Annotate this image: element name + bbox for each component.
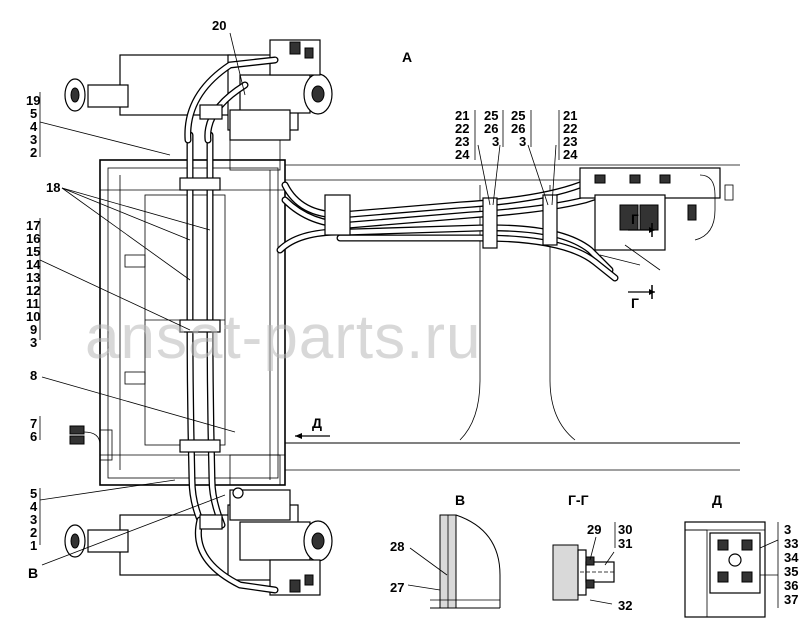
callout-1: 1: [30, 538, 37, 553]
callout-21-b: 21: [563, 108, 577, 123]
callout-16: 16: [26, 231, 40, 246]
callout-numbers: 20 19 5 4 3 2 18 17 16 15 14 13 12 11 10…: [26, 18, 799, 613]
callout-10: 10: [26, 309, 40, 324]
valve-block: [579, 167, 734, 271]
callout-12: 12: [26, 283, 40, 298]
callout-18: 18: [46, 180, 60, 195]
callout-11: 11: [26, 296, 40, 311]
view-labels: А В Д Г Г В Г-Г Д: [28, 49, 722, 581]
callout-22-b: 22: [563, 121, 577, 136]
callout-19: 19: [26, 93, 40, 108]
g-pointer-label-1: Г: [631, 211, 639, 227]
callout-25-a: 25: [484, 108, 498, 123]
section-d-drawing: [684, 521, 779, 618]
callout-20: 20: [212, 18, 226, 33]
callout-29: 29: [587, 522, 601, 537]
callout-24-b: 24: [563, 147, 578, 162]
callout-4-top: 4: [30, 119, 38, 134]
view-b-pointer-label: В: [28, 565, 38, 581]
callout-21-a: 21: [455, 108, 469, 123]
section-arrows: [295, 223, 655, 439]
callout-37: 37: [784, 592, 798, 607]
callout-5-bottom: 5: [30, 486, 37, 501]
callout-8: 8: [30, 368, 37, 383]
callout-3-mid: 3: [30, 335, 37, 350]
leader-lines: [39, 32, 779, 608]
callout-7: 7: [30, 416, 37, 431]
callout-5-top: 5: [30, 106, 37, 121]
callout-32: 32: [618, 598, 632, 613]
callout-3-clamp-b: 3: [519, 134, 526, 149]
callout-31: 31: [618, 536, 632, 551]
callout-24-a: 24: [455, 147, 470, 162]
callout-33: 33: [784, 536, 798, 551]
callout-6: 6: [30, 429, 37, 444]
callout-34: 34: [784, 550, 799, 565]
callout-2-bottom: 2: [30, 525, 37, 540]
section-gg-drawing: [552, 536, 615, 605]
callout-23-b: 23: [563, 134, 577, 149]
left-fittings: [69, 425, 101, 455]
callout-13: 13: [26, 270, 40, 285]
callout-3-bottom: 3: [30, 512, 37, 527]
callout-26-b: 26: [511, 121, 525, 136]
section-d-title: Д: [712, 492, 722, 508]
callout-3-clamp-a: 3: [492, 134, 499, 149]
callout-27: 27: [390, 580, 404, 595]
section-b-drawing: [407, 514, 501, 609]
callout-4-bottom: 4: [30, 499, 38, 514]
callout-2-top: 2: [30, 145, 37, 160]
callout-28: 28: [390, 539, 404, 554]
section-b-title: В: [455, 492, 465, 508]
callout-14: 14: [26, 257, 41, 272]
callout-17: 17: [26, 218, 40, 233]
g-pointer-label-2: Г: [631, 295, 639, 311]
callout-22-a: 22: [455, 121, 469, 136]
callout-9: 9: [30, 322, 37, 337]
callout-23-a: 23: [455, 134, 469, 149]
section-gg-title: Г-Г: [568, 492, 589, 508]
hose-clamps: [179, 104, 558, 530]
cylinder-bottom: [64, 487, 333, 596]
watermark: ansat-parts.ru: [85, 303, 482, 372]
callout-26-a: 26: [484, 121, 498, 136]
view-d-pointer-label: Д: [312, 415, 322, 431]
view-a-label: А: [402, 49, 412, 65]
callout-15: 15: [26, 244, 40, 259]
callout-3-d: 3: [784, 522, 791, 537]
callout-35: 35: [784, 564, 798, 579]
callout-3-top: 3: [30, 132, 37, 147]
callout-30: 30: [618, 522, 632, 537]
callout-36: 36: [784, 578, 798, 593]
callout-25-b: 25: [511, 108, 525, 123]
